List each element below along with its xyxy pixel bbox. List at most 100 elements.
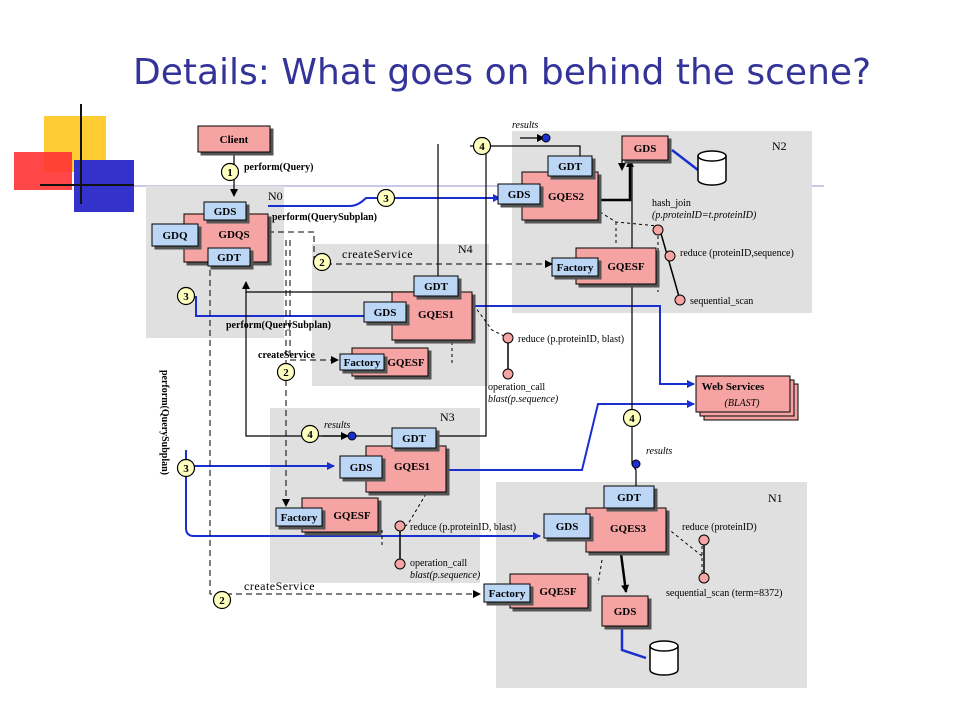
- create-service-dashed-n2: [268, 231, 553, 268]
- n1-gds-bottom-box: [601, 595, 649, 627]
- step-3-top-circle: 3: [376, 188, 396, 208]
- node-label-n1: N1: [768, 491, 783, 505]
- web-services-sub: (BLAST): [725, 398, 761, 409]
- top-loop: [470, 145, 581, 160]
- label-results-top: results: [512, 120, 538, 131]
- label-n3-reduce: reduce (p.proteinID, blast): [410, 522, 516, 533]
- label-n1-reduce: reduce (proteinID): [682, 522, 757, 533]
- n1-gqes3-label: GQES3: [610, 523, 647, 535]
- call-line-n4-to-ws: [472, 305, 695, 388]
- svg-text:3: 3: [183, 291, 189, 303]
- n3-gdt-label: GDT: [402, 433, 427, 445]
- step-4-top-circle: 4: [472, 136, 492, 156]
- label-create-service-n0: createService: [258, 350, 316, 361]
- decor-horizontal-line: [40, 184, 134, 186]
- decor-vertical-line: [80, 104, 82, 204]
- n4-gdt-label: GDT: [424, 281, 449, 293]
- n4-factory-label: Factory: [344, 357, 381, 369]
- n1-factory-label: Factory: [489, 588, 526, 600]
- n2-gqes2-label: GQES2: [548, 191, 585, 203]
- svg-text:2: 2: [219, 595, 225, 607]
- n1-gds-bottom-label: GDS: [614, 606, 637, 618]
- n2-factory-label: Factory: [557, 262, 594, 274]
- step-4-n3-circle: 4: [300, 424, 320, 444]
- n2-gds-label: GDS: [508, 189, 531, 201]
- n1-gdt-box: [603, 485, 655, 509]
- label-n4-reduce: reduce (p.proteinID, blast): [518, 334, 624, 345]
- plan-node-n2-reduce: [664, 250, 676, 262]
- results-line-n3: [245, 150, 487, 437]
- label-n3-blast: blast(p.sequence): [410, 570, 481, 581]
- svg-text:4: 4: [307, 429, 313, 441]
- perform-line-to-n2: [268, 194, 501, 207]
- node-label-n4: N4: [458, 242, 473, 256]
- label-n3-opcall: operation_call: [410, 558, 467, 569]
- step-2-n0-circle: 2: [276, 362, 296, 382]
- database-icon-n2: [697, 150, 727, 186]
- gdqs-label: GDQS: [218, 229, 249, 241]
- n4-factory-box: [339, 353, 385, 371]
- label-n2-hash-join-pred: (p.proteinID=t.proteinID): [652, 210, 757, 221]
- n1-gds-label: GDS: [556, 521, 579, 533]
- n0-gds-label: GDS: [214, 206, 237, 218]
- node-label-n2: N2: [772, 139, 787, 153]
- n0-gdt-box: [207, 247, 251, 267]
- step-1-circle: 1: [220, 162, 240, 182]
- perform-line-to-n1: [185, 474, 541, 540]
- n1-factory-box: [483, 583, 531, 603]
- n3-factory-label: Factory: [281, 512, 318, 524]
- label-n2-hash-join: hash_join: [652, 198, 691, 209]
- plan-node-n2-hashjoin: [652, 224, 664, 236]
- call-line-n3-to-ws: [448, 400, 695, 471]
- n2-gds-top-box: [621, 135, 669, 161]
- n2-gqesf-label: GQESF: [607, 261, 645, 273]
- label-perform-subplan-top: perform(QuerySubplan): [272, 212, 377, 223]
- n0-gds-box: [203, 201, 247, 221]
- svg-text:3: 3: [383, 193, 389, 205]
- n2-gdt-box: [547, 155, 593, 177]
- n4-gds-label: GDS: [374, 307, 397, 319]
- n3-gdt-box: [391, 427, 437, 449]
- plan-node-n4-reduce: [502, 332, 514, 344]
- client-box: [197, 125, 271, 153]
- n3-gqesf-label: GQESF: [333, 510, 371, 522]
- label-perform-query: perform(Query): [244, 162, 313, 173]
- perform-line-to-n4: [195, 296, 381, 320]
- gqes2-to-gds-thick: [598, 159, 634, 202]
- n4-gds-box: [363, 301, 407, 323]
- label-perform-subplan-mid: perform(QuerySubplan): [226, 320, 331, 331]
- web-services-title: Web Services: [702, 381, 765, 393]
- n4-gqesf-label: GQESF: [387, 357, 425, 369]
- database-icon-n1: [649, 640, 679, 676]
- n1-gdt-label: GDT: [617, 492, 642, 504]
- step-2-n4-circle: 2: [312, 252, 332, 272]
- step-3-n3-circle: 3: [176, 458, 196, 478]
- n3-gds-label: GDS: [350, 462, 373, 474]
- plan-tree-n4: [451, 299, 509, 366]
- svg-text:1: 1: [227, 167, 233, 179]
- step-3-left-circle: 3: [176, 286, 196, 306]
- results-line-top: [242, 144, 439, 293]
- svg-text:2: 2: [319, 257, 325, 269]
- n3-factory-box: [275, 507, 323, 527]
- n2-gds-top-label: GDS: [634, 143, 657, 155]
- n2-factory-box: [551, 257, 599, 277]
- results-dot-n3: [347, 431, 357, 441]
- label-n4-blast: blast(p.sequence): [488, 394, 559, 405]
- label-perform-subplan-vertical: perform(QuerySubplan): [159, 370, 170, 475]
- node-label-n3: N3: [440, 410, 455, 424]
- plan-edge-n2: [659, 229, 681, 301]
- n1-gds-box: [543, 513, 591, 539]
- web-services-box: [695, 375, 791, 413]
- plan-node-n3-reduce: [394, 520, 406, 532]
- gds-db-link-n2: [671, 149, 699, 171]
- label-create-service-bottom: createService: [244, 579, 315, 593]
- gdq-label: GDQ: [162, 230, 188, 242]
- decor-title-rule: [134, 185, 824, 187]
- n4-gqes1-label: GQES1: [418, 309, 454, 321]
- step-2-bottom-circle: 2: [212, 590, 232, 610]
- plan-tree-n2: [599, 211, 659, 292]
- label-n1-seqscan: sequential_scan (term=8372): [666, 588, 782, 599]
- svg-text:3: 3: [183, 463, 189, 475]
